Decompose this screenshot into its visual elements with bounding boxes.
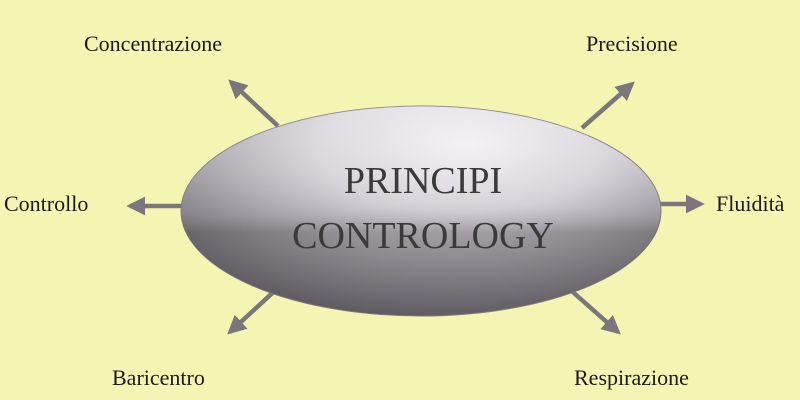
center-ellipse-shading [181, 106, 661, 316]
center-title-line1: PRINCIPI [344, 160, 502, 202]
arrow-respirazione [564, 284, 621, 335]
label-baricentro: Baricentro [112, 365, 205, 390]
label-fluidita: Fluidità [716, 191, 785, 216]
label-precisione: Precisione [586, 31, 678, 56]
center-title-line2: CONTROLOGY [292, 215, 554, 257]
arrow-precisione [580, 81, 635, 130]
arrow-concentrazione [228, 79, 280, 128]
label-controllo: Controllo [4, 191, 89, 216]
label-concentrazione: Concentrazione [84, 31, 223, 56]
label-respirazione: Respirazione [574, 365, 689, 390]
